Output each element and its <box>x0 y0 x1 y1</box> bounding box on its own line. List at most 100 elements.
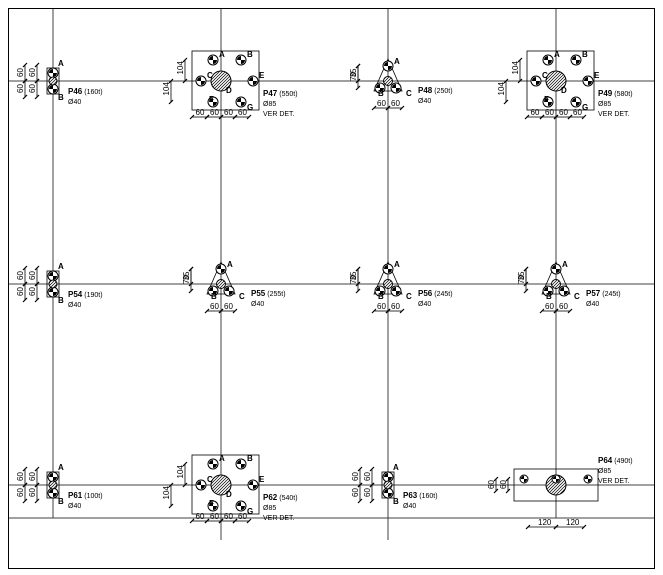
dimension-label: 60 <box>377 99 386 108</box>
dimension-label: 60 <box>28 472 37 481</box>
drawing-frame <box>8 8 655 569</box>
pile-label-c: C <box>207 71 213 80</box>
detail-note: VER DET. <box>598 478 630 485</box>
pile-label-g: G <box>582 103 588 112</box>
pile-label-a: A <box>393 463 399 472</box>
dimension-label: 35 <box>182 271 191 280</box>
pile-diameter: Ø40 <box>68 503 81 510</box>
pile-diameter: Ø40 <box>251 301 264 308</box>
column <box>48 279 58 289</box>
dimension-label: 60 <box>351 472 360 481</box>
pile-label-f: F <box>209 499 214 508</box>
pile-label-b: B <box>393 497 399 506</box>
pile-diameter: Ø40 <box>418 301 431 308</box>
pile-label-d: D <box>226 490 232 499</box>
pile-diameter: Ø85 <box>263 101 276 108</box>
dimension-label: 60 <box>224 108 233 117</box>
dimension-label: 60 <box>377 302 386 311</box>
pile-label-b: B <box>58 497 64 506</box>
dimension-label: 60 <box>16 84 25 93</box>
dimension-label: 104 <box>162 82 171 96</box>
dimension-label: 60 <box>363 488 372 497</box>
pile-label-c: C <box>574 292 580 301</box>
column <box>48 76 58 86</box>
dimension-label: 104 <box>162 486 171 500</box>
pile-label-c: C <box>207 475 213 484</box>
column-label: P49(580t) <box>598 89 633 98</box>
column-label: P61(100t) <box>68 491 103 500</box>
pile-label-a: A <box>227 260 233 269</box>
dimension-label: 60 <box>210 512 219 521</box>
dimension-label: 60 <box>224 512 233 521</box>
dimension-label: 120 <box>566 518 580 527</box>
dimension-label: 70 <box>182 275 191 284</box>
pile-label-b: B <box>247 454 253 463</box>
column <box>48 480 58 490</box>
dimension-label: 60 <box>16 271 25 280</box>
detail-note: VER DET. <box>598 111 630 118</box>
dimension-label: 60 <box>16 472 25 481</box>
pile-label-e: E <box>259 475 265 484</box>
pile-label-e: E <box>594 71 600 80</box>
dimension-label: 60 <box>559 108 568 117</box>
dimension-label: 60 <box>545 108 554 117</box>
pile-label-c: C <box>406 89 412 98</box>
dimension-label: 104 <box>176 61 185 75</box>
dimension-label: 60 <box>210 302 219 311</box>
dimension-label: 60 <box>16 287 25 296</box>
dimension-label: 60 <box>238 512 247 521</box>
dimension-label: 60 <box>28 68 37 77</box>
pile-label-c: C <box>239 292 245 301</box>
dimension-label: 60 <box>531 108 540 117</box>
dimension-label: 60 <box>224 302 233 311</box>
pile-diameter: Ø85 <box>263 505 276 512</box>
dimension-label: 70 <box>349 72 358 81</box>
pile-label-g: G <box>247 507 253 516</box>
pile-diameter: Ø40 <box>68 302 81 309</box>
dimension-label: 104 <box>176 465 185 479</box>
dimension-label: 60 <box>499 480 508 489</box>
pile-label-d: D <box>226 86 232 95</box>
pile-label-a: A <box>394 260 400 269</box>
dimension-label: 104 <box>511 61 520 75</box>
column-label: P48(250t) <box>418 86 453 95</box>
pile-label-a: A <box>554 50 560 59</box>
pile-label-a: A <box>562 260 568 269</box>
dimension-label: 60 <box>196 108 205 117</box>
dimension-label: 120 <box>538 518 552 527</box>
dimension-label: 60 <box>351 488 360 497</box>
dimension-label: 60 <box>545 302 554 311</box>
pile-label-a: A <box>219 50 225 59</box>
dimension-label: 60 <box>559 302 568 311</box>
pile-label-b: B <box>378 292 384 301</box>
pile-label-a: A <box>58 59 64 68</box>
pile-diameter: Ø40 <box>68 99 81 106</box>
dimension-label: 104 <box>497 82 506 96</box>
pile-label-b: B <box>247 50 253 59</box>
dimension-label: 60 <box>391 99 400 108</box>
column-label: P62(540t) <box>263 493 298 502</box>
dimension-label: 60 <box>28 84 37 93</box>
pile-label-a: A <box>58 262 64 271</box>
column-label: P54(190t) <box>68 290 103 299</box>
dimension-label: 70 <box>349 275 358 284</box>
dimension-label: 60 <box>391 302 400 311</box>
dimension-label: 60 <box>210 108 219 117</box>
column-label: P63(160t) <box>403 491 438 500</box>
pile-label-b: B <box>582 50 588 59</box>
pile-label-b: B <box>546 292 552 301</box>
pile-label-e: E <box>259 71 265 80</box>
dimension-label: 35 <box>349 68 358 77</box>
pile-diameter: Ø85 <box>598 468 611 475</box>
pile-label-a: A <box>394 57 400 66</box>
